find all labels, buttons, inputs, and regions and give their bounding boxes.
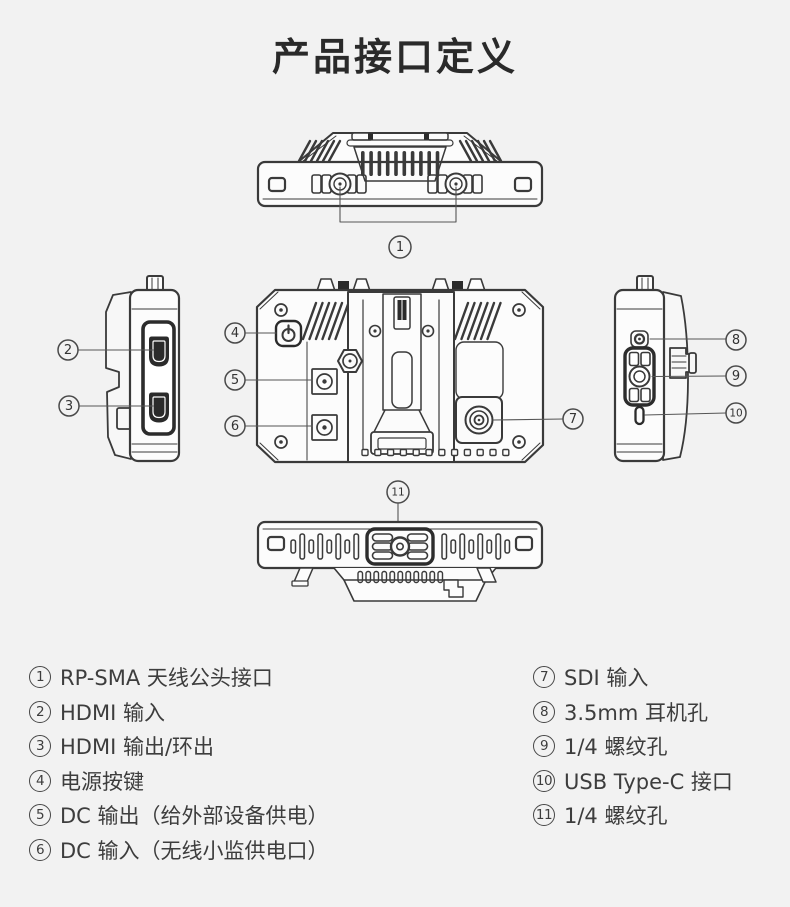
callout-10: 10 <box>725 402 747 424</box>
bottom-vent-slats-right <box>441 533 511 560</box>
battery-plate <box>337 291 455 463</box>
legend-num-circle: 9 <box>533 735 555 757</box>
page-title: 产品接口定义 <box>271 35 518 79</box>
top-vent-grille-right <box>458 139 503 163</box>
legend-num-circle: 7 <box>533 666 555 688</box>
legend-item-9: 9 1/4 螺纹孔 <box>533 735 733 759</box>
svg-text:1: 1 <box>396 240 404 255</box>
callout-3: 3 <box>58 395 80 417</box>
legend-item-5: 5 DC 输出（给外部设备供电） <box>29 804 329 828</box>
bottom-view: 11 <box>256 480 544 602</box>
left-side-view: 2 3 <box>57 275 181 463</box>
legend-label: RP-SMA 天线公头接口 <box>60 666 273 690</box>
usb-c-port <box>634 405 645 426</box>
svg-text:11: 11 <box>391 487 404 499</box>
hdmi-output-port <box>149 392 169 423</box>
sdi-connector <box>455 396 503 444</box>
callout-11: 11 <box>386 480 410 504</box>
back-bottom-vents <box>361 448 510 457</box>
dc-input-jack <box>311 414 338 441</box>
legend-num-circle: 3 <box>29 735 51 757</box>
callout-1: 1 <box>388 235 412 259</box>
legend-num-circle: 1 <box>29 666 51 688</box>
top-vent-grille-left <box>297 139 342 163</box>
legend-item-6: 6 DC 输入（无线小监供电口） <box>29 838 329 863</box>
bottom-quarter-inch-mount <box>365 527 435 566</box>
svg-text:7: 7 <box>569 412 577 427</box>
callout-5: 5 <box>224 369 246 391</box>
legend-item-8: 8 3.5mm 耳机孔 <box>533 700 733 725</box>
callout-2: 2 <box>57 339 79 361</box>
legend-label: USB Type-C 接口 <box>564 769 733 794</box>
callout-6: 6 <box>224 415 246 437</box>
svg-text:3: 3 <box>65 399 73 414</box>
svg-text:6: 6 <box>231 419 239 434</box>
legend-label: 1/4 螺纹孔 <box>564 804 668 828</box>
svg-text:8: 8 <box>732 333 740 348</box>
legend-num-circle: 6 <box>29 838 51 861</box>
legend-column-right: 7 SDI 输入 8 3.5mm 耳机孔 9 1/4 螺纹孔 10 USB Ty… <box>533 666 733 839</box>
right-side-view: 8 9 10 <box>613 275 747 463</box>
top-vent-slats <box>361 151 440 176</box>
legend-item-4: 4 电源按键 <box>29 769 329 794</box>
battery-release-knob <box>337 349 363 373</box>
legend-label: HDMI 输出/环出 <box>60 735 215 759</box>
legend-label: HDMI 输入 <box>60 700 165 725</box>
callout-7: 7 <box>562 408 584 430</box>
legend-label: DC 输入（无线小监供电口） <box>60 838 329 863</box>
legend-label: 3.5mm 耳机孔 <box>564 700 708 725</box>
svg-text:10: 10 <box>729 408 742 420</box>
back-vent-grille-left <box>301 301 350 341</box>
legend-num-circle: 10 <box>533 769 555 792</box>
legend-label: 电源按键 <box>60 769 144 794</box>
back-view: 4 5 6 7 <box>224 278 584 464</box>
bottom-rear-vents <box>357 570 444 584</box>
legend-label: 1/4 螺纹孔 <box>564 735 668 759</box>
svg-text:4: 4 <box>231 326 239 341</box>
dc-output-jack <box>311 368 338 395</box>
quarter-inch-mount-side <box>623 346 656 407</box>
legend-label: SDI 输入 <box>564 666 649 690</box>
svg-text:2: 2 <box>64 343 72 358</box>
power-button <box>274 319 303 348</box>
svg-text:9: 9 <box>732 369 740 384</box>
top-view: 1 <box>256 132 544 259</box>
legend-num-circle: 11 <box>533 804 555 826</box>
legend-item-7: 7 SDI 输入 <box>533 666 733 690</box>
corner-screws <box>274 303 526 449</box>
hdmi-input-port <box>149 336 169 367</box>
legend-num-circle: 2 <box>29 700 51 723</box>
power-icon <box>281 324 296 342</box>
product-diagram: 1 <box>57 132 747 602</box>
legend-item-10: 10 USB Type-C 接口 <box>533 769 733 794</box>
callout-9: 9 <box>725 365 747 387</box>
back-vent-grille-right <box>453 301 502 341</box>
rp-sma-connector-left <box>311 172 367 196</box>
svg-text:5: 5 <box>231 373 239 388</box>
legend-num-circle: 8 <box>533 700 555 723</box>
legend-num-circle: 4 <box>29 769 51 792</box>
legend-item-2: 2 HDMI 输入 <box>29 700 329 725</box>
legend-num-circle: 5 <box>29 804 51 826</box>
legend-item-1: 1 RP-SMA 天线公头接口 <box>29 666 329 690</box>
callout-4: 4 <box>224 322 246 344</box>
legend-item-11: 11 1/4 螺纹孔 <box>533 804 733 828</box>
bottom-vent-slats-left <box>290 533 360 560</box>
legend-item-3: 3 HDMI 输出/环出 <box>29 735 329 759</box>
legend-label: DC 输出（给外部设备供电） <box>60 804 329 828</box>
legend-column-left: 1 RP-SMA 天线公头接口 2 HDMI 输入 3 HDMI 输出/环出 4… <box>29 666 329 873</box>
mount-clamp <box>669 347 697 379</box>
callout-8: 8 <box>725 329 747 351</box>
